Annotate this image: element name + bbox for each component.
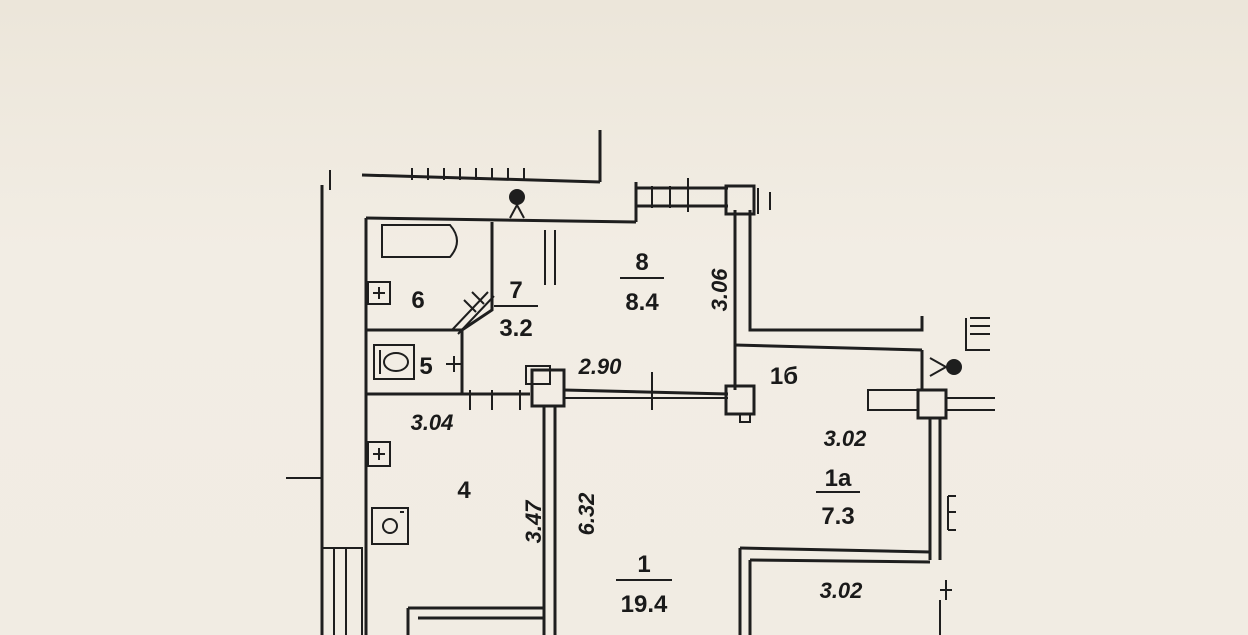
room-labels: 6 5 7 3.2 8 8.4 1б 1а 7.3 4 1 19.4	[411, 249, 860, 618]
dimension-3-02-lower: 3.02	[820, 578, 864, 603]
room-5-number: 5	[419, 353, 432, 380]
gas-riser-icon	[509, 189, 525, 219]
bath-door-icon	[451, 291, 495, 335]
fixtures	[367, 189, 962, 545]
stove-icon	[371, 507, 409, 545]
dimension-3-04: 3.04	[411, 410, 454, 435]
room-1-number: 1	[637, 551, 650, 578]
room-4-number: 4	[457, 477, 471, 504]
dimension-labels: 3.06 2.90 3.04 3.47 6.32 3.02 3.02	[411, 268, 868, 603]
room-1a-area: 7.3	[821, 503, 854, 530]
sink-icon	[367, 281, 391, 305]
kitchen-sink-icon	[367, 441, 391, 467]
dimension-3-02-upper: 3.02	[824, 426, 868, 451]
gas-riser-icon	[929, 357, 962, 377]
dimension-6-32: 6.32	[574, 492, 599, 536]
room-1a-number: 1а	[825, 465, 852, 492]
walls	[286, 130, 995, 635]
toilet-icon	[373, 344, 415, 380]
columns	[525, 184, 948, 423]
room-7-number: 7	[509, 277, 522, 304]
dimension-2-90: 2.90	[578, 354, 623, 379]
room-8-number: 8	[635, 249, 648, 276]
room-1-area: 19.4	[621, 591, 668, 618]
dimension-3-06: 3.06	[707, 268, 732, 312]
room-7-area: 3.2	[499, 315, 532, 342]
bathtub-icon	[381, 224, 458, 258]
room-8-area: 8.4	[625, 289, 659, 316]
room-6-number: 6	[411, 287, 424, 314]
radiators	[411, 168, 990, 600]
dimension-3-47: 3.47	[521, 499, 546, 544]
room-1b-number: 1б	[770, 363, 798, 390]
